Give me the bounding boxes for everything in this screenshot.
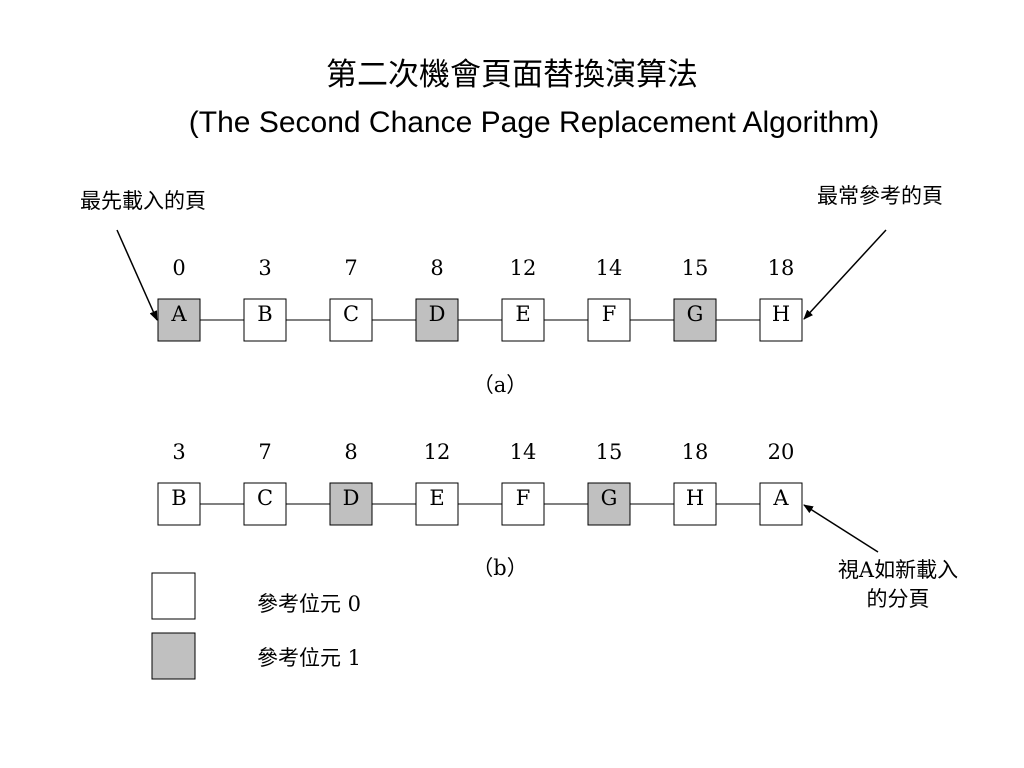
page-box <box>587 482 631 526</box>
label-treat-as-new-line2: 的分頁 <box>867 587 930 611</box>
page-name: B <box>257 302 272 326</box>
arrow-treat-as-new <box>803 504 879 553</box>
page-load-time: 12 <box>510 256 537 280</box>
page-box <box>415 482 459 526</box>
page-load-time: 3 <box>172 440 185 464</box>
label-most-referenced: 最常參考的頁 <box>817 184 943 208</box>
page-name: E <box>429 486 444 510</box>
page-box <box>415 298 459 342</box>
page-box <box>243 298 287 342</box>
page-name: D <box>429 302 446 326</box>
page-name: A <box>772 486 789 510</box>
page-load-time: 0 <box>172 256 185 280</box>
page-name: A <box>170 302 187 326</box>
page-box <box>759 482 803 526</box>
page-load-time: 7 <box>258 440 271 464</box>
page-box <box>673 298 717 342</box>
page-load-time: 15 <box>596 440 623 464</box>
page-name: H <box>772 302 790 326</box>
legend-label: 參考位元 1 <box>257 646 361 670</box>
page-load-time: 15 <box>682 256 709 280</box>
page-box <box>157 482 201 526</box>
page-box <box>759 298 803 342</box>
label-first-loaded: 最先載入的頁 <box>80 189 206 213</box>
page-box <box>157 298 201 342</box>
page-name: F <box>516 486 531 510</box>
page-name: C <box>343 302 359 326</box>
page-name: C <box>257 486 273 510</box>
page-load-time: 7 <box>344 256 357 280</box>
page-box <box>329 298 373 342</box>
page-name: H <box>686 486 704 510</box>
page-name: B <box>171 486 186 510</box>
page-name: F <box>602 302 617 326</box>
page-load-time: 12 <box>424 440 451 464</box>
caption-a: （a） <box>473 373 528 397</box>
title-english: (The Second Chance Page Replacement Algo… <box>189 106 879 139</box>
page-load-time: 20 <box>768 440 795 464</box>
arrow-most-referenced <box>803 229 887 320</box>
page-box <box>243 482 287 526</box>
page-box <box>673 482 717 526</box>
legend-label: 參考位元 0 <box>257 592 361 616</box>
diagram-b: 3B 7C 8D 12E 14F 15G 18H 20A <box>157 440 803 526</box>
page-load-time: 14 <box>596 256 623 280</box>
page-box <box>587 298 631 342</box>
legend: 參考位元 0 參考位元 1 <box>151 572 361 680</box>
page-load-time: 8 <box>344 440 357 464</box>
arrow-first-loaded <box>116 229 158 321</box>
page-name: G <box>687 302 704 326</box>
page-load-time: 18 <box>682 440 709 464</box>
label-treat-as-new-line1: 視A如新載入 <box>838 558 958 582</box>
page-load-time: 8 <box>430 256 443 280</box>
page-box <box>329 482 373 526</box>
legend-swatch <box>151 632 196 680</box>
page-box <box>501 298 545 342</box>
page-name: G <box>601 486 618 510</box>
page-name: D <box>343 486 360 510</box>
page-load-time: 14 <box>510 440 537 464</box>
title-chinese: 第二次機會頁面替換演算法 <box>326 57 698 93</box>
page-load-time: 18 <box>768 256 795 280</box>
page-load-time: 3 <box>258 256 271 280</box>
diagram-a: 0A 3B 7C 8D 12E 14F 15G 18H <box>157 256 803 342</box>
caption-b: （b） <box>472 556 527 580</box>
page-box <box>501 482 545 526</box>
page-name: E <box>515 302 530 326</box>
legend-swatch <box>151 572 196 620</box>
